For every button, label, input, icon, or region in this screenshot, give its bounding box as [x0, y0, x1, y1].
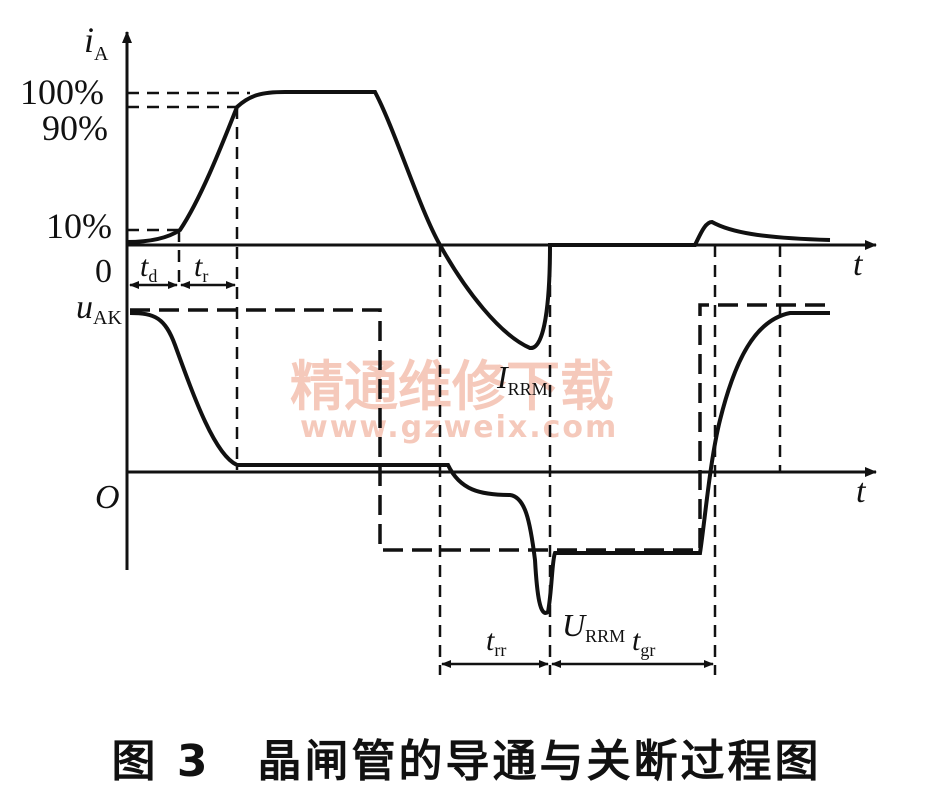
- time-axis-label-bottom: t: [856, 473, 867, 510]
- annotations: IRRM URRM: [496, 359, 625, 646]
- interval-arrows: [129, 281, 714, 668]
- level-100pct-label: 100%: [20, 72, 104, 112]
- axis-labels: iA uAK t t 0 O: [76, 20, 867, 516]
- applied-voltage-waveform: [130, 303, 830, 552]
- time-axis-label-top: t: [853, 246, 864, 283]
- level-labels: 100% 90% 10%: [20, 72, 112, 246]
- level-10pct-label: 10%: [46, 206, 112, 246]
- origin-label-top: 0: [95, 253, 112, 290]
- dashed-guides: [127, 91, 782, 675]
- trr-label: trr: [486, 624, 506, 660]
- irrm-label: IRRM: [496, 359, 548, 399]
- origin-label-bottom: O: [95, 479, 120, 516]
- interval-labels: td tr trr tgr: [140, 250, 655, 660]
- tgr-label: tgr: [632, 624, 655, 660]
- tr-label: tr: [194, 250, 208, 286]
- anode-current-waveform: [126, 90, 831, 350]
- watermark-text-url: www.gzweix.com: [300, 410, 618, 445]
- level-90pct-label: 90%: [42, 108, 108, 148]
- watermark: 精通维修下载 www.gzweix.com: [290, 355, 618, 445]
- watermark-text-cn: 精通维修下载: [290, 355, 614, 418]
- voltage-axis-label: uAK: [76, 289, 122, 329]
- anode-cathode-voltage-waveform: [129, 311, 830, 615]
- td-label: td: [140, 250, 157, 286]
- axes: [122, 31, 877, 570]
- urrm-label: URRM: [562, 607, 625, 646]
- current-axis-label: iA: [84, 20, 109, 65]
- figure-caption: 图 3 晶闸管的导通与关断过程图: [111, 736, 822, 787]
